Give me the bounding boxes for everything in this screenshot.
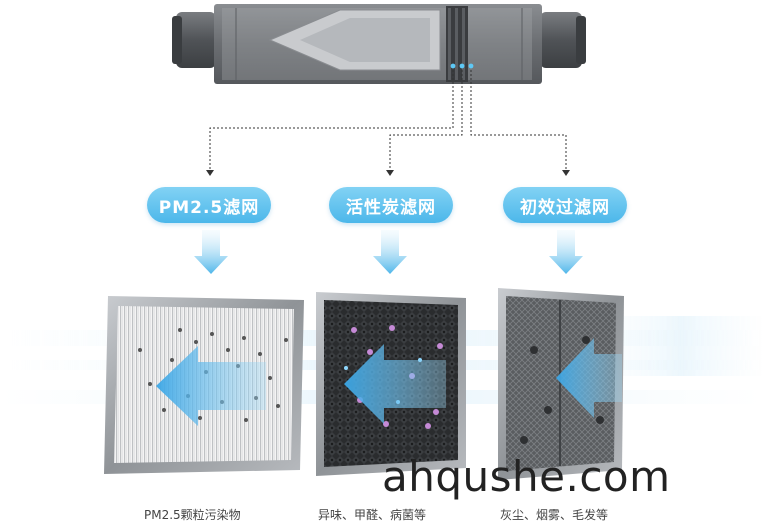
dust-particles <box>520 336 604 444</box>
left-duct <box>176 12 216 68</box>
pm25-filter-caption: PM2.5颗粒污染物 <box>144 508 241 522</box>
indicator-light-icon <box>468 63 474 69</box>
air-flow-arrow-icon <box>156 346 266 426</box>
primary-filter-label: 初效过滤网 <box>503 187 627 223</box>
down-arrow-icon <box>549 230 583 274</box>
air-flow-arrow-icon <box>344 344 446 424</box>
carbon-filter-panel <box>316 292 466 476</box>
indicator-light-icon <box>459 63 465 69</box>
down-arrow-icon <box>373 230 407 274</box>
primary-filter-panel <box>498 288 624 480</box>
right-duct <box>540 12 582 68</box>
connector-lines <box>209 70 567 172</box>
ventilator-unit <box>172 4 586 84</box>
pm25-filter-panel <box>104 296 304 474</box>
carbon-filter-caption: 异味、甲醛、病菌等 <box>318 508 427 522</box>
pm25-filter-label: PM2.5滤网 <box>147 187 271 223</box>
connector-arrowhead <box>386 170 394 176</box>
watermark-text: ahqushe.com <box>382 452 671 501</box>
down-arrow-icon <box>194 230 228 274</box>
air-flow-arrow-icon <box>556 338 622 418</box>
primary-filter-caption: 灰尘、烟雾、毛发等 <box>500 508 609 522</box>
indicator-light-icon <box>450 63 456 69</box>
connector-arrowhead <box>562 170 570 176</box>
carbon-filter-label: 活性炭滤网 <box>329 187 453 223</box>
connector-arrowhead <box>206 170 214 176</box>
